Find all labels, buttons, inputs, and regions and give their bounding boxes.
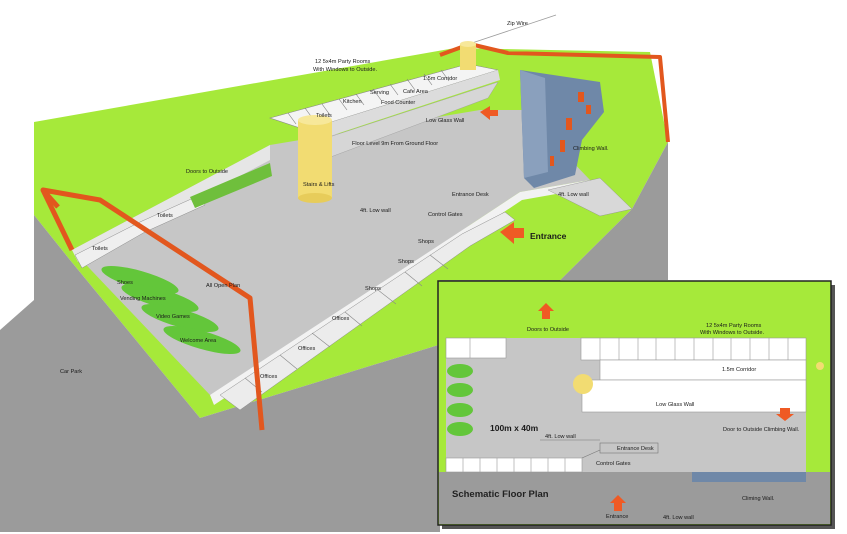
label-party-rooms-1: 12 5x4m Party Rooms	[315, 59, 371, 65]
schematic-label-entrance-desk: Entrance Desk	[617, 446, 654, 452]
schematic-entrance-arrow	[610, 495, 626, 511]
label-low-wall-left: 4ft. Low wall	[360, 208, 391, 214]
label-entrance: Entrance	[530, 231, 567, 241]
label-doors-outside: Doors to Outside	[186, 169, 228, 175]
label-kitchen: Kitchen	[343, 99, 362, 105]
label-corridor: 1.5m Corridor	[423, 76, 457, 82]
schematic-control-gates-line	[581, 449, 601, 459]
schematic-label-low-wall-b: 4ft. Low wall	[663, 515, 694, 521]
pod-vending	[121, 283, 199, 313]
label-zip-wire: Zip Wire	[507, 21, 528, 27]
label-welcome: Welcome Area	[180, 338, 217, 344]
schematic-label-low-glass-wall: Low Glass Wall	[656, 402, 694, 408]
right-low-wall	[547, 177, 633, 217]
pod-shoes	[101, 265, 179, 295]
schematic-label-doors-outside: Doors to Outside	[527, 327, 569, 333]
label-toilets-left: Toilets	[157, 213, 173, 219]
label-low-glass-wall: Low Glass Wall	[426, 118, 464, 124]
label-shops-3: Shops	[365, 286, 381, 292]
schematic-label-corridor: 1.5m Corridor	[722, 367, 756, 373]
schematic-mezzanine	[581, 379, 807, 413]
climbing-wall-holds	[550, 92, 591, 166]
schematic-front-room-dividers	[462, 458, 566, 472]
schematic-label-dimensions: 100m x 40m	[490, 423, 539, 433]
perspective-view: Zip Wire 12 5x4m Party Rooms With Window…	[0, 14, 670, 532]
label-food-counter: Food Counter	[381, 100, 415, 106]
label-climbing-wall: Climbing Wall.	[573, 146, 609, 152]
schematic-label-entrance: Entrance	[606, 514, 628, 520]
mezzanine-front-face	[306, 70, 500, 142]
label-offices-3: Offices	[260, 374, 278, 380]
climbing-wall-front	[520, 70, 548, 178]
zip-wire-line	[459, 14, 557, 48]
label-vending: Vending Machines	[120, 296, 166, 302]
left-toilets-block	[74, 194, 206, 269]
rear-column	[460, 41, 476, 70]
pod-welcome	[163, 325, 241, 355]
schematic-stairs-circle	[573, 374, 593, 394]
schematic-party-room-dividers	[599, 338, 789, 360]
label-toilets-upper: Toilets	[316, 113, 332, 119]
label-party-rooms-2: With Windows to Outside.	[313, 67, 377, 73]
front-room-dividers	[244, 254, 449, 393]
label-control-gates: Control Gates	[428, 212, 463, 218]
label-toilets-far-left: Toilets	[92, 246, 108, 252]
schematic-label-door-climbing: Door to Outside Climbing Wall.	[723, 427, 800, 433]
schematic-title: Schematic Floor Plan	[452, 489, 549, 500]
schematic-climb-door-arrow	[776, 408, 794, 421]
label-low-wall-right: 4ft. Low wall	[558, 192, 589, 198]
schematic-entrance-desk	[599, 442, 659, 454]
label-all-open: All Open Plan	[206, 283, 240, 289]
label-offices-1: Offices	[332, 316, 350, 322]
car-park-area	[0, 142, 668, 532]
schematic-small-circle	[816, 362, 824, 370]
schematic-pod-1	[447, 364, 473, 378]
schematic-pod-4	[447, 422, 473, 436]
schematic-climbing-wall	[692, 472, 806, 482]
schematic-label-control-gates: Control Gates	[596, 461, 631, 467]
label-car-park: Car Park	[60, 369, 82, 375]
schematic-pod-2	[447, 383, 473, 397]
label-stairs-lifts: Stairs & Lifts	[303, 182, 335, 188]
label-offices-2: Offices	[298, 346, 316, 352]
party-room-dividers	[287, 69, 450, 125]
label-entrance-desk: Entrance Desk	[452, 192, 489, 198]
front-rooms-row	[219, 211, 516, 411]
schematic-left-rooms	[445, 337, 507, 359]
label-video-games: Video Games	[156, 314, 190, 320]
schematic-party-rooms	[580, 337, 807, 361]
schematic-label-party-rooms-2: With Windows to Outside.	[700, 330, 764, 336]
front-portal-leg-left	[40, 188, 75, 252]
schematic-pod-3	[447, 403, 473, 417]
schematic-label-party-rooms-1: 12 5x4m Party Rooms	[706, 323, 762, 329]
label-cafe: Cafe Area	[403, 89, 429, 95]
schematic-floor-plan: Doors to Outside 12 5x4m Party Rooms Wit…	[437, 280, 835, 529]
label-shops-2: Shops	[398, 259, 414, 265]
label-serving: Serving	[370, 90, 389, 96]
back-fence	[190, 163, 272, 208]
pod-video-games	[141, 303, 219, 333]
entrance-arrow	[500, 222, 524, 244]
schematic-label-climbing-wall: Climing Wall.	[742, 496, 775, 502]
schematic-label-low-wall-a: 4ft. Low wall	[545, 434, 576, 440]
label-floor-level: Floor Level 9m From Ground Floor	[352, 141, 438, 147]
stairs-lifts-column	[298, 115, 332, 203]
schematic-corridor	[599, 359, 807, 381]
schematic-doors-arrow	[538, 303, 554, 319]
glass-wall-arrow	[480, 106, 498, 120]
label-shops-1: Shops	[418, 239, 434, 245]
label-shoes: Shoes	[117, 280, 133, 286]
